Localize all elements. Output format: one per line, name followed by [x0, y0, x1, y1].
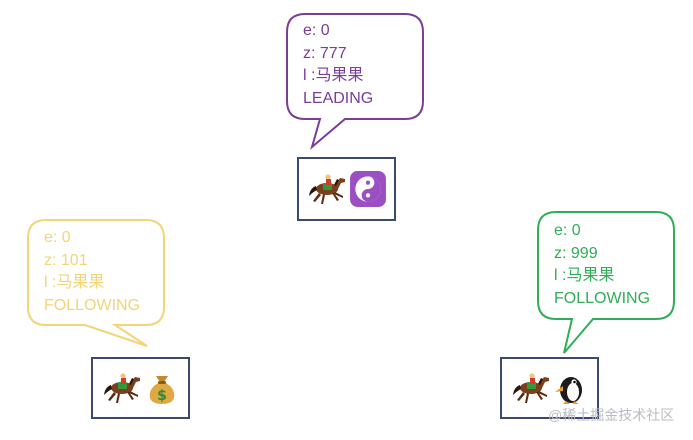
- horse-icon: [102, 370, 142, 406]
- watermark: @稀土掘金技术社区: [548, 407, 675, 423]
- penguin-icon: [553, 370, 589, 406]
- top-leader-text: l :马果果: [303, 67, 364, 84]
- left-bubble-text: e: 0 z: 101 l :马果果 FOLLOWING: [44, 227, 140, 317]
- yin-yang-icon: [349, 170, 387, 208]
- right-node-box[interactable]: [500, 357, 599, 419]
- right-zxid-text: z: 999: [554, 244, 598, 262]
- horse-icon: [307, 171, 347, 207]
- top-state-text: LEADING: [303, 89, 374, 107]
- right-leader-text: l :马果果: [554, 267, 615, 284]
- left-node-box[interactable]: [91, 357, 190, 419]
- left-epoch-text: e: 0: [44, 229, 71, 246]
- top-epoch-text: e: 0: [303, 22, 330, 39]
- horse-icon: [511, 370, 551, 406]
- top-zxid-text: z: 777: [303, 44, 347, 62]
- top-node-box[interactable]: [297, 157, 396, 221]
- right-epoch-text: e: 0: [554, 222, 581, 239]
- money-bag-icon: [144, 370, 180, 406]
- right-bubble-text: e: 0 z: 999 l :马果果 FOLLOWING: [554, 220, 650, 310]
- left-leader-text: l :马果果: [44, 274, 105, 291]
- right-state-text: FOLLOWING: [554, 289, 651, 307]
- left-zxid-text: z: 101: [44, 251, 88, 269]
- top-bubble-text: e: 0 z: 777 l :马果果 LEADING: [303, 20, 373, 110]
- left-state-text: FOLLOWING: [44, 296, 141, 314]
